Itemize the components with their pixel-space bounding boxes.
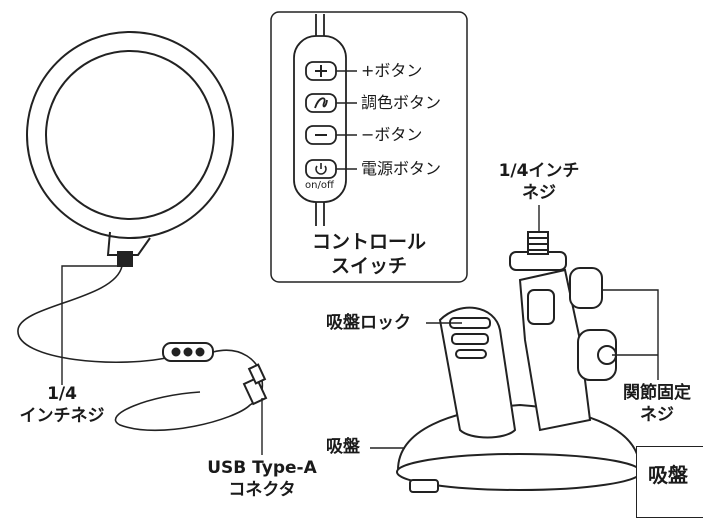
plus-button-label: +ボタン [361,61,423,80]
ring-light-illustration [17,31,268,432]
suction-lock-label: 吸盤ロック [326,313,411,333]
minus-button-label: −ボタン [361,125,423,144]
ring-screw-label-line2: インチネジ [19,406,105,426]
ring-screw-label-line1: 1/4 [47,384,77,404]
power-sublabel: on/off [305,180,334,191]
joint-screw-label-line2: ネジ [640,405,674,425]
control-leaders [336,70,357,170]
power-button-label: 電源ボタン [361,159,442,178]
joint-screw-label-line1: 関節固定 [623,383,691,403]
product-diagram [17,11,659,493]
control-switch-title-line1: コントロール [311,231,426,253]
control-switch-illustration [293,14,347,226]
suction-mount-illustration [396,231,642,493]
top-screw-label-line2: ネジ [522,183,556,203]
power-icon [315,163,327,175]
color-button-label: 調色ボタン [361,93,442,112]
usb-label-line2: コネクタ [228,480,296,500]
corner-tag-label: 吸盤 [648,463,688,487]
control-switch-title-line2: スイッチ [330,255,407,277]
plus-icon [315,65,327,77]
mount-leaders [370,205,659,449]
top-screw-label-line1: 1/4インチ [498,161,580,181]
suction-cup-label: 吸盤 [326,437,360,457]
usb-label-line1: USB Type-A [207,458,317,478]
ring-light-leaders [61,265,263,455]
color-temperature-icon [314,97,328,109]
